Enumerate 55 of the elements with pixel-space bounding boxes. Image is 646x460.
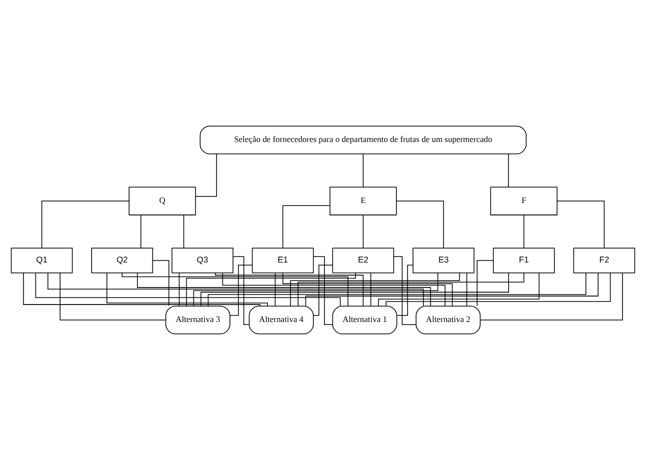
connector — [41, 200, 130, 248]
connector — [274, 272, 276, 306]
connector — [122, 272, 348, 306]
node-box: E — [330, 186, 397, 216]
connector — [466, 272, 468, 306]
connector — [313, 256, 333, 326]
connector — [556, 200, 605, 248]
connector — [137, 272, 431, 306]
connector — [178, 272, 180, 306]
connector — [208, 272, 586, 306]
node-box: Alternativa 3 — [165, 306, 230, 334]
node-box: E1 — [252, 248, 314, 274]
connector — [396, 264, 414, 316]
connector — [386, 272, 611, 306]
connector — [282, 205, 330, 248]
connector — [60, 272, 166, 320]
node-box: Q1 — [10, 248, 73, 274]
node-box: Q — [128, 186, 196, 216]
node-box: Alternativa 1 — [332, 306, 398, 334]
node-box: F — [490, 186, 558, 216]
node-box: E2 — [332, 248, 394, 274]
connector — [35, 272, 341, 306]
connector — [106, 272, 268, 306]
connector — [362, 214, 364, 249]
connector — [183, 214, 184, 249]
node-box: E3 — [412, 248, 474, 274]
node-box: Alternativa 4 — [248, 306, 314, 334]
connector — [508, 154, 509, 188]
node-box: Q2 — [91, 248, 154, 274]
connector — [195, 154, 217, 197]
connector — [313, 264, 334, 316]
connector — [200, 272, 509, 306]
node-box: Alternativa 2 — [416, 306, 481, 334]
connector — [476, 260, 494, 306]
node-box: F2 — [573, 248, 636, 274]
connector — [378, 272, 540, 306]
connector — [370, 272, 372, 306]
connector — [362, 154, 364, 188]
connector — [152, 260, 170, 306]
connector — [480, 272, 623, 320]
connector — [394, 256, 416, 326]
connector — [305, 272, 598, 306]
connector — [298, 272, 524, 306]
connector — [48, 272, 424, 306]
node-box: Q3 — [172, 248, 234, 274]
connector — [215, 272, 364, 306]
connector — [186, 272, 356, 306]
connector — [396, 200, 444, 248]
connector — [140, 214, 142, 249]
node-box: F1 — [492, 248, 555, 274]
connector — [23, 272, 260, 306]
connector — [232, 256, 250, 326]
node-box: Seleção de fornecedores para o departamento de frutas de um supermercado — [200, 126, 527, 154]
connector — [230, 264, 253, 316]
connector — [523, 214, 524, 249]
